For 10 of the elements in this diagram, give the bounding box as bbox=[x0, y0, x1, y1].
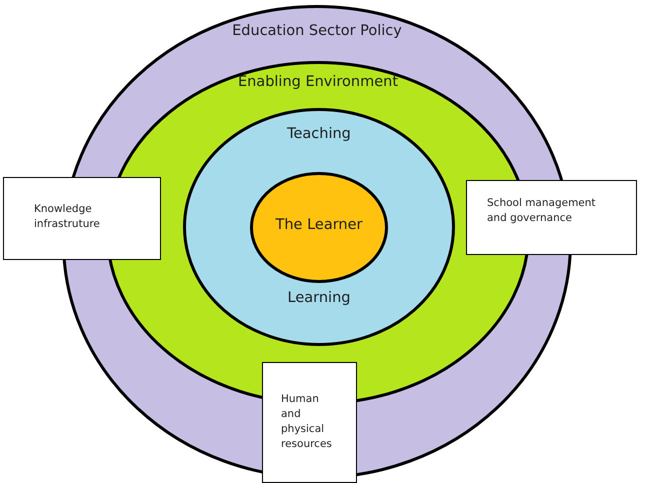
factor-box bbox=[466, 180, 637, 255]
ring-label: Enabling Environment bbox=[238, 73, 398, 91]
ring-label: Learning bbox=[288, 289, 350, 307]
center-label: The Learner bbox=[276, 216, 362, 234]
factor-label: Human and physical resources bbox=[281, 392, 333, 452]
factor-box bbox=[3, 177, 161, 260]
ring-label: Education Sector Policy bbox=[232, 22, 402, 40]
factor-label: Knowledge infrastruture bbox=[34, 202, 101, 232]
ring-label: Teaching bbox=[287, 125, 351, 143]
factor-label: School management and governance bbox=[487, 196, 597, 226]
